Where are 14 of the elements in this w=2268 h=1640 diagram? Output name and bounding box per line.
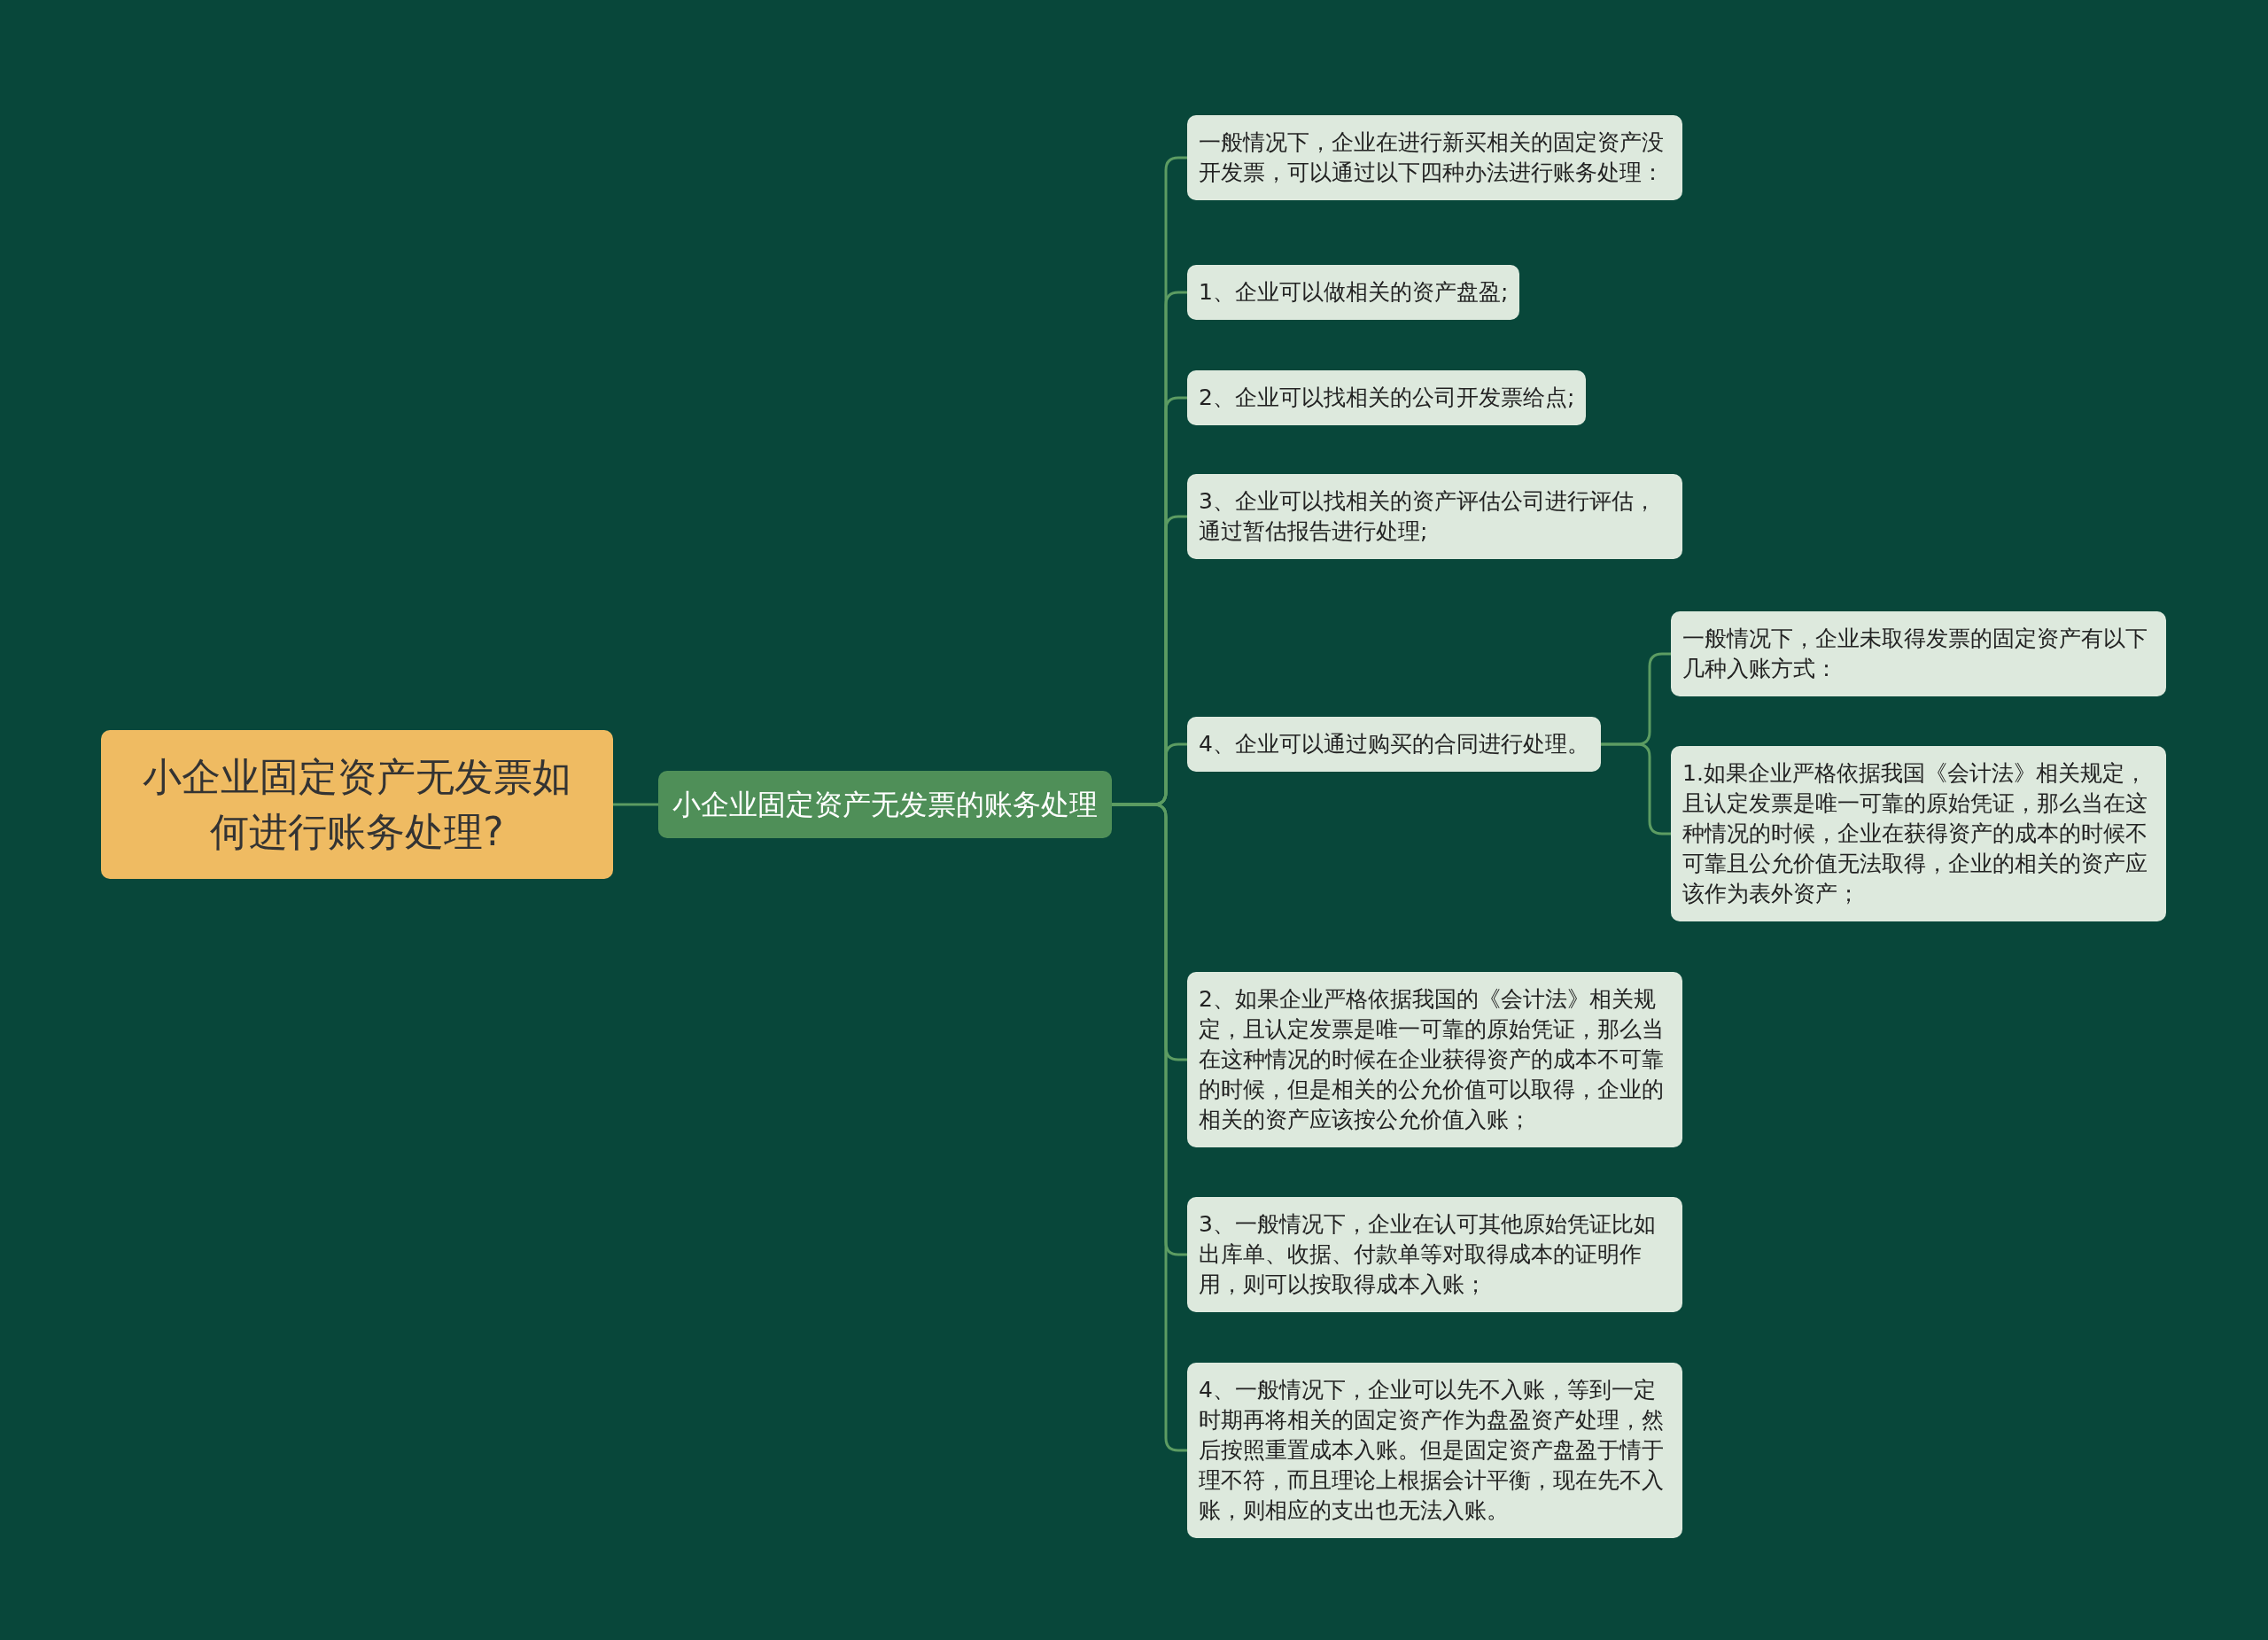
topic-box: 小企业固定资产无发票如何进行账务处理?	[101, 730, 613, 879]
text-box: 4、企业可以通过购买的合同进行处理。	[1187, 717, 1601, 772]
text-box: 1.如果企业严格依据我国《会计法》相关规定，且认定发票是唯一可靠的原始凭证，那么当在这种情况的时候，企业在获得资产的成本的时候不可靠且公允价值无法取得，企业的相关的资产应该作为表外资产；	[1671, 746, 2166, 921]
connector-line	[1600, 742, 1671, 836]
text-box: 2、企业可以找相关的公司开发票给点;	[1187, 370, 1587, 425]
text-box: 1、企业可以做相关的资产盘盈;	[1187, 265, 1520, 320]
subtopic-box: 小企业固定资产无发票的账务处理	[658, 771, 1112, 838]
text-box: 一般情况下，企业未取得发票的固定资产有以下几种入账方式：	[1671, 611, 2166, 696]
text-box: 4、一般情况下，企业可以先不入账，等到一定时期再将相关的固定资产作为盘盈资产处理，然后按照重置成本入账。但是固定资产盘盈于情于理不符，而且理论上根据会计平衡，现在先不入账，则相应的支出也无法入账。	[1187, 1363, 1682, 1538]
text-box: 3、企业可以找相关的资产评估公司进行评估，通过暂估报告进行处理;	[1187, 474, 1682, 559]
text-box: 3、一般情况下，企业在认可其他原始凭证比如出库单、收据、付款单等对取得成本的证明作用，则可以按取得成本入账；	[1187, 1197, 1682, 1312]
text-box: 2、如果企业严格依据我国的《会计法》相关规定，且认定发票是唯一可靠的原始凭证，那么当在这种情况的时候在企业获得资产的成本不可靠的时候，但是相关的公允价值可以取得，企业的相关的资产应该按公允价值入账；	[1187, 972, 1682, 1147]
connector-line	[613, 803, 658, 806]
text-box: 一般情况下，企业在进行新买相关的固定资产没开发票，可以通过以下四种办法进行账务处理：	[1187, 115, 1682, 200]
